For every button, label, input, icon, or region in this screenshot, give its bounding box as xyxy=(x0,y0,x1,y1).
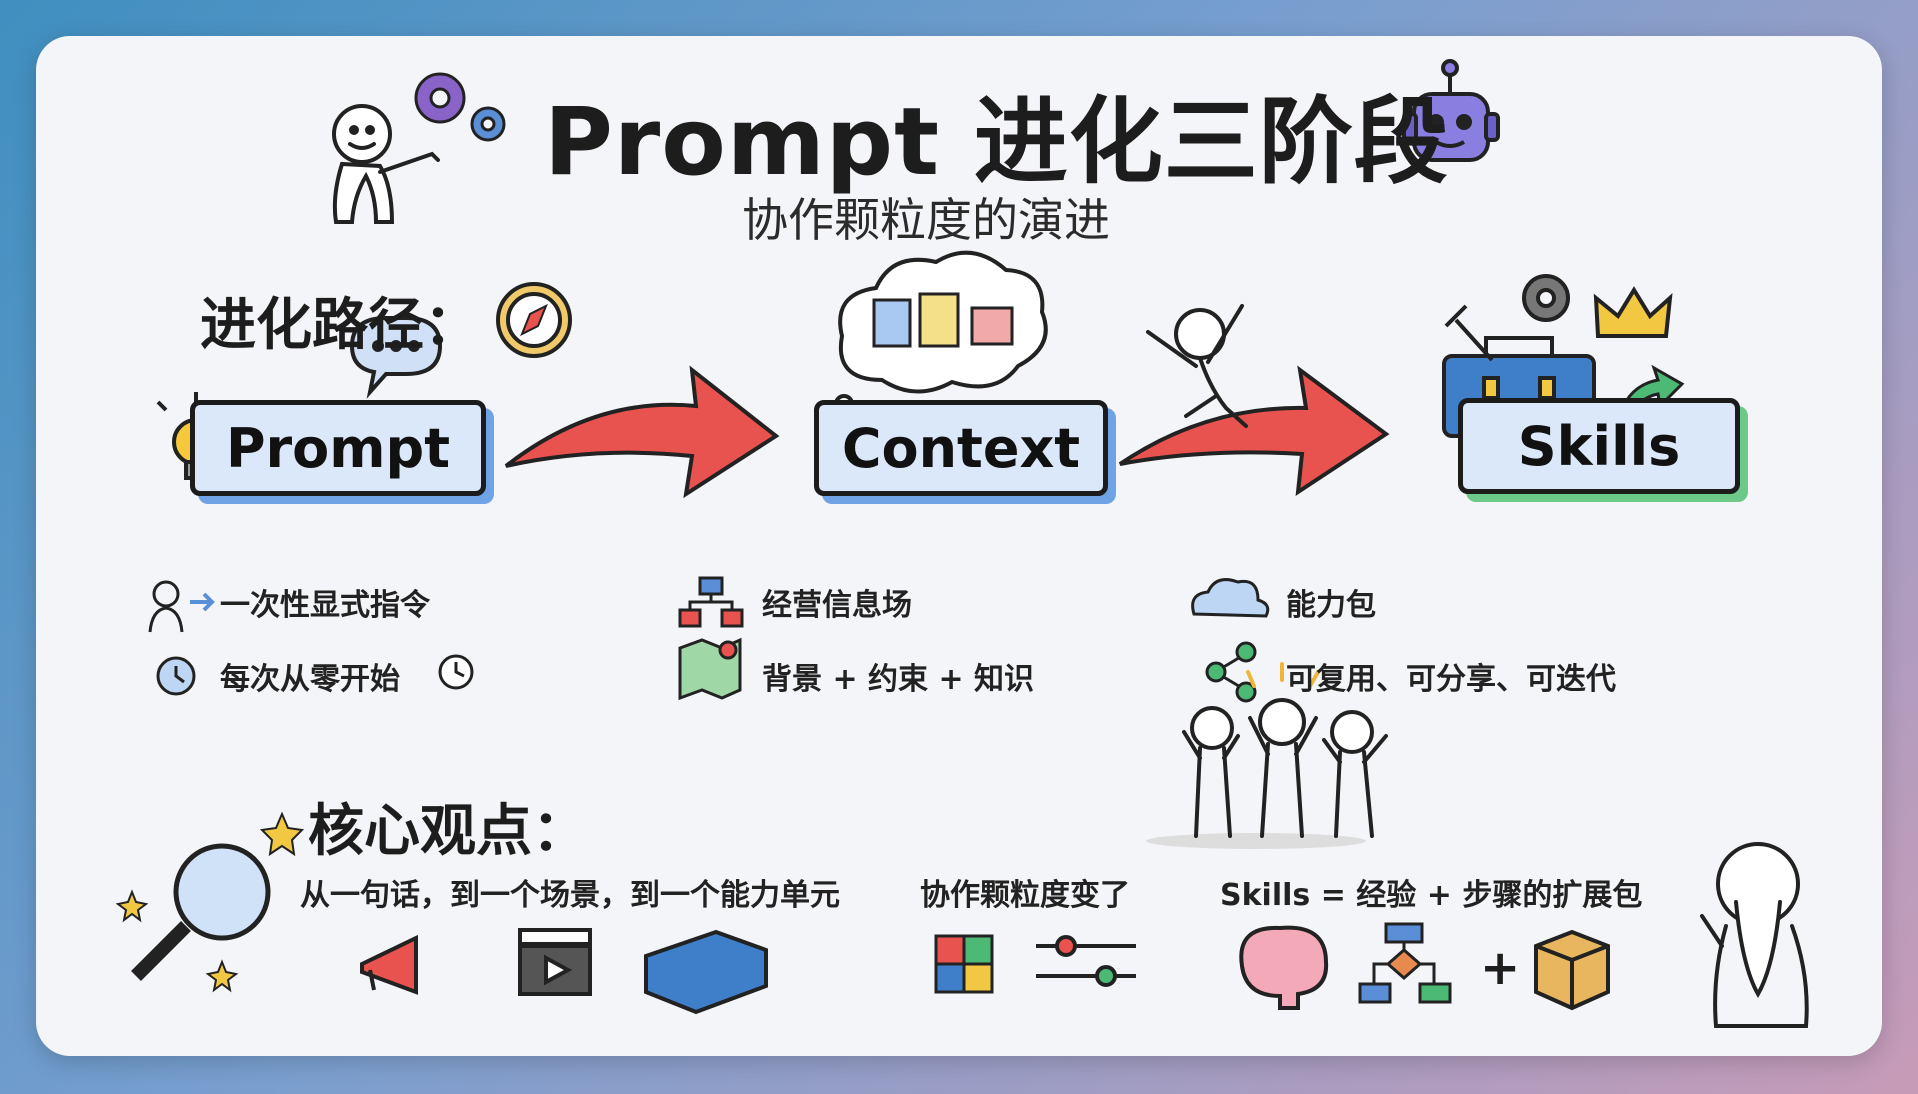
stars-icon xyxy=(115,811,305,993)
person-arrow-icon xyxy=(148,580,215,633)
page-title: Prompt 进化三阶段 xyxy=(544,88,1449,197)
pointing-figure-icon xyxy=(332,104,440,224)
stage-item: 经营信息场 xyxy=(762,588,912,623)
core-point: 从一句话，到一个场景，到一个能力单元 xyxy=(300,878,840,913)
core-heading: 核心观点： xyxy=(308,799,588,864)
cloud-icon xyxy=(1191,578,1270,618)
path-heading: 进化路径： xyxy=(200,293,480,358)
stage-item: 每次从零开始 xyxy=(220,662,400,697)
stage-item: 能力包 xyxy=(1286,588,1376,623)
page-subtitle: 协作颗粒度的演进 xyxy=(742,193,1110,247)
flowchart-icon xyxy=(1358,922,1452,1004)
puzzle-icon xyxy=(934,934,994,994)
map-pin-icon xyxy=(678,637,742,701)
stage-box-prompt: Prompt xyxy=(190,400,486,496)
lego-brick-icon xyxy=(644,929,768,1015)
cheering-figures-icon xyxy=(1146,662,1388,849)
megaphone-icon xyxy=(360,934,418,995)
core-point: 协作颗粒度变了 xyxy=(920,878,1130,913)
plus-symbol: + xyxy=(1480,940,1521,996)
old-sage-icon xyxy=(1700,842,1809,1028)
magnifier-icon xyxy=(131,843,271,981)
surfing-figure-icon xyxy=(1146,304,1248,428)
arrow-context-to-skills xyxy=(1118,365,1390,496)
illustration-layer xyxy=(115,59,1809,1028)
stage-label: Prompt xyxy=(225,416,451,480)
gears-icon xyxy=(414,72,506,142)
infographic-card: Prompt 进化三阶段 协作颗粒度的演进 进化路径： Prompt Conte… xyxy=(36,36,1882,1056)
clock-icon xyxy=(438,654,474,690)
stage-box-skills: Skills xyxy=(1458,398,1740,494)
stage-item: 一次性显式指令 xyxy=(220,588,430,623)
crown-icon xyxy=(1593,286,1673,338)
speech-bubble-icon xyxy=(349,316,443,399)
sliders-icon xyxy=(1036,935,1136,987)
core-point: Skills = 经验 + 步骤的扩展包 xyxy=(1220,878,1643,913)
stage-label: Skills xyxy=(1517,414,1681,478)
compass-icon xyxy=(496,282,572,358)
gear-icon xyxy=(1522,274,1570,322)
hierarchy-icon xyxy=(678,576,744,628)
alarm-clock-icon xyxy=(156,656,196,696)
stage-label: Context xyxy=(841,416,1081,480)
robot-icon xyxy=(1402,59,1500,162)
stage-item: 可复用、可分享、可迭代 xyxy=(1286,662,1616,697)
thought-cloud-icon xyxy=(819,250,1048,429)
brain-icon xyxy=(1239,925,1329,1010)
arrow-prompt-to-context xyxy=(504,365,780,499)
share-icon xyxy=(1205,641,1257,703)
package-icon xyxy=(1534,929,1610,1011)
stage-item: 背景 + 约束 + 知识 xyxy=(762,662,1035,697)
clapperboard-icon xyxy=(518,928,592,996)
stage-box-context: Context xyxy=(814,400,1108,496)
